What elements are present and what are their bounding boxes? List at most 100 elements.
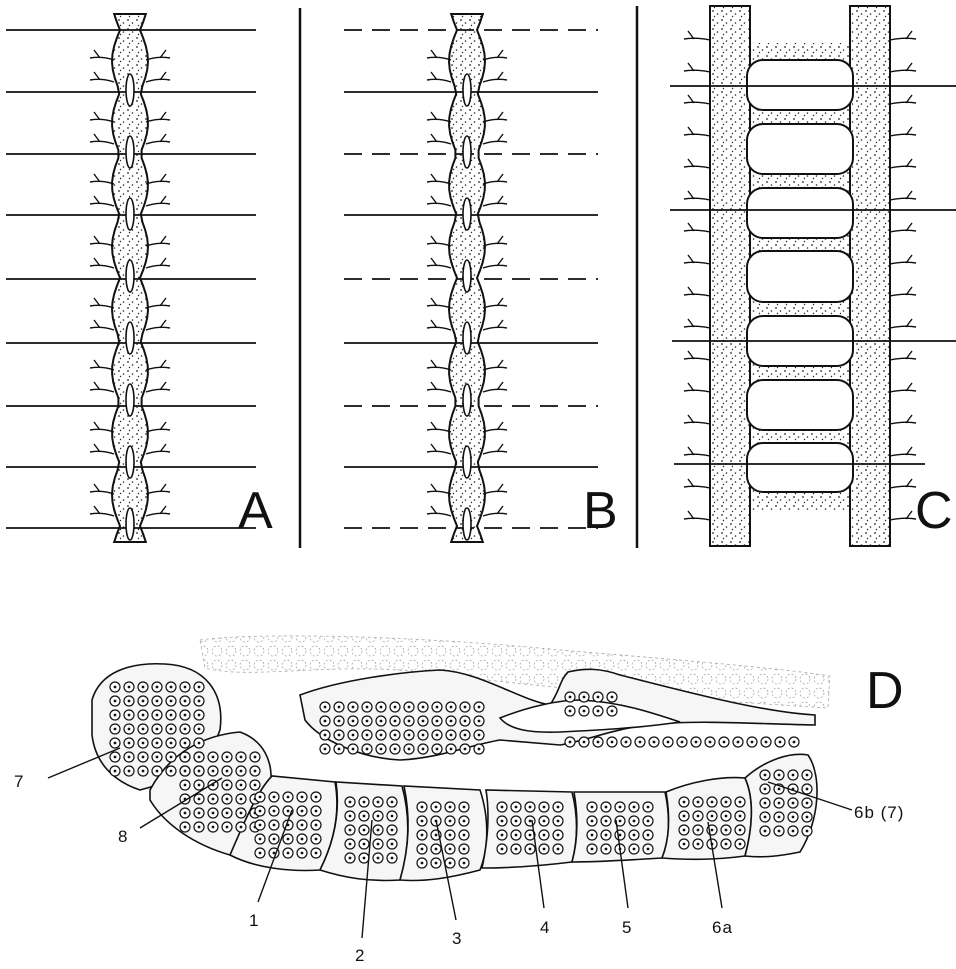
nucleolus — [529, 848, 532, 851]
nucleolus — [377, 829, 380, 832]
nucleolus — [597, 710, 600, 713]
nucleolus — [240, 812, 243, 815]
nucleolus — [184, 826, 187, 829]
commissure-slit — [126, 508, 134, 540]
nucleolus — [436, 720, 439, 723]
nucleolus — [226, 784, 229, 787]
lateral-nerve — [146, 174, 170, 184]
lateral-nerve — [427, 236, 451, 246]
nucleolus — [394, 720, 397, 723]
label-segment-2: 2 — [355, 946, 365, 965]
nucleolus — [792, 802, 795, 805]
nucleolus — [515, 806, 518, 809]
commissure-slit — [463, 508, 471, 540]
nucleolus — [449, 862, 452, 865]
lateral-nerve — [90, 72, 114, 82]
nucleolus — [391, 857, 394, 860]
lateral-nerve — [483, 236, 507, 246]
commissure-slit — [126, 260, 134, 292]
lateral-nerve — [684, 383, 710, 392]
nucleolus — [114, 756, 117, 759]
nucleolus — [394, 748, 397, 751]
nucleolus — [301, 810, 304, 813]
nucleolus — [529, 806, 532, 809]
commissure-slit — [463, 198, 471, 230]
label-segment-8: 8 — [118, 827, 128, 846]
nucleolus — [212, 756, 215, 759]
nucleolus — [198, 770, 201, 773]
nucleolus — [408, 706, 411, 709]
lateral-nerve — [483, 196, 507, 206]
nucleolus — [240, 826, 243, 829]
nucleolus — [391, 815, 394, 818]
nucleolus — [697, 843, 700, 846]
lateral-nerve — [890, 63, 916, 72]
lateral-nerve — [684, 447, 710, 456]
label-segment-6b: 6b (7) — [854, 803, 904, 822]
nucleolus — [449, 834, 452, 837]
lateral-nerve — [890, 319, 916, 328]
lateral-nerve — [427, 112, 451, 122]
nucleolus — [464, 734, 467, 737]
nucleolus — [435, 862, 438, 865]
commissure-slit — [463, 446, 471, 478]
nucleolus — [352, 706, 355, 709]
commissure-slit — [126, 74, 134, 106]
nucleolus — [597, 696, 600, 699]
nucleolus — [647, 820, 650, 823]
panel-d: 7 8 1 2 3 4 5 6a 6b (7) D — [14, 636, 904, 965]
label-segment-3: 3 — [452, 929, 462, 948]
nucleolus — [725, 843, 728, 846]
nucleolus — [792, 774, 795, 777]
nucleolus — [711, 829, 714, 832]
nucleolus — [352, 748, 355, 751]
nucleolus — [543, 834, 546, 837]
lateral-nerve — [90, 298, 114, 308]
nucleolus — [128, 728, 131, 731]
nucleolus — [739, 815, 742, 818]
nucleolus — [226, 812, 229, 815]
lateral-nerve — [90, 484, 114, 494]
nucleolus — [198, 826, 201, 829]
lateral-nerve — [427, 320, 451, 330]
nucleolus — [723, 741, 726, 744]
nucleolus — [170, 686, 173, 689]
lateral-nerve — [483, 444, 507, 454]
lateral-nerve — [483, 360, 507, 370]
nucleolus — [792, 830, 795, 833]
lateral-nerve — [483, 50, 507, 60]
nucleolus — [156, 686, 159, 689]
nucleolus — [394, 734, 397, 737]
nucleolus — [569, 741, 572, 744]
lateral-nerve — [90, 506, 114, 516]
nucleolus — [725, 815, 728, 818]
nucleolus — [128, 742, 131, 745]
nucleolus — [778, 774, 781, 777]
panel-a: A — [6, 14, 273, 542]
nucleolus — [619, 806, 622, 809]
nucleolus — [170, 742, 173, 745]
nucleolus — [363, 801, 366, 804]
nucleolus — [142, 728, 145, 731]
nucleolus — [128, 770, 131, 773]
lateral-nerve — [146, 50, 170, 60]
nucleolus — [128, 714, 131, 717]
lateral-nerve — [146, 236, 170, 246]
nucleolus — [421, 862, 424, 865]
nucleolus — [254, 784, 257, 787]
nucleolus — [391, 801, 394, 804]
nucleolus — [683, 801, 686, 804]
nucleolus — [380, 720, 383, 723]
nucleolus — [380, 748, 383, 751]
lateral-nerve — [890, 511, 916, 520]
nucleolus — [697, 829, 700, 832]
nucleolus — [695, 741, 698, 744]
nucleolus — [212, 812, 215, 815]
nucleolus — [352, 734, 355, 737]
lateral-nerve — [146, 134, 170, 144]
nucleolus — [463, 848, 466, 851]
nucleolus — [259, 796, 262, 799]
nucleolus — [349, 815, 352, 818]
nucleolus — [591, 834, 594, 837]
nucleolus — [142, 700, 145, 703]
